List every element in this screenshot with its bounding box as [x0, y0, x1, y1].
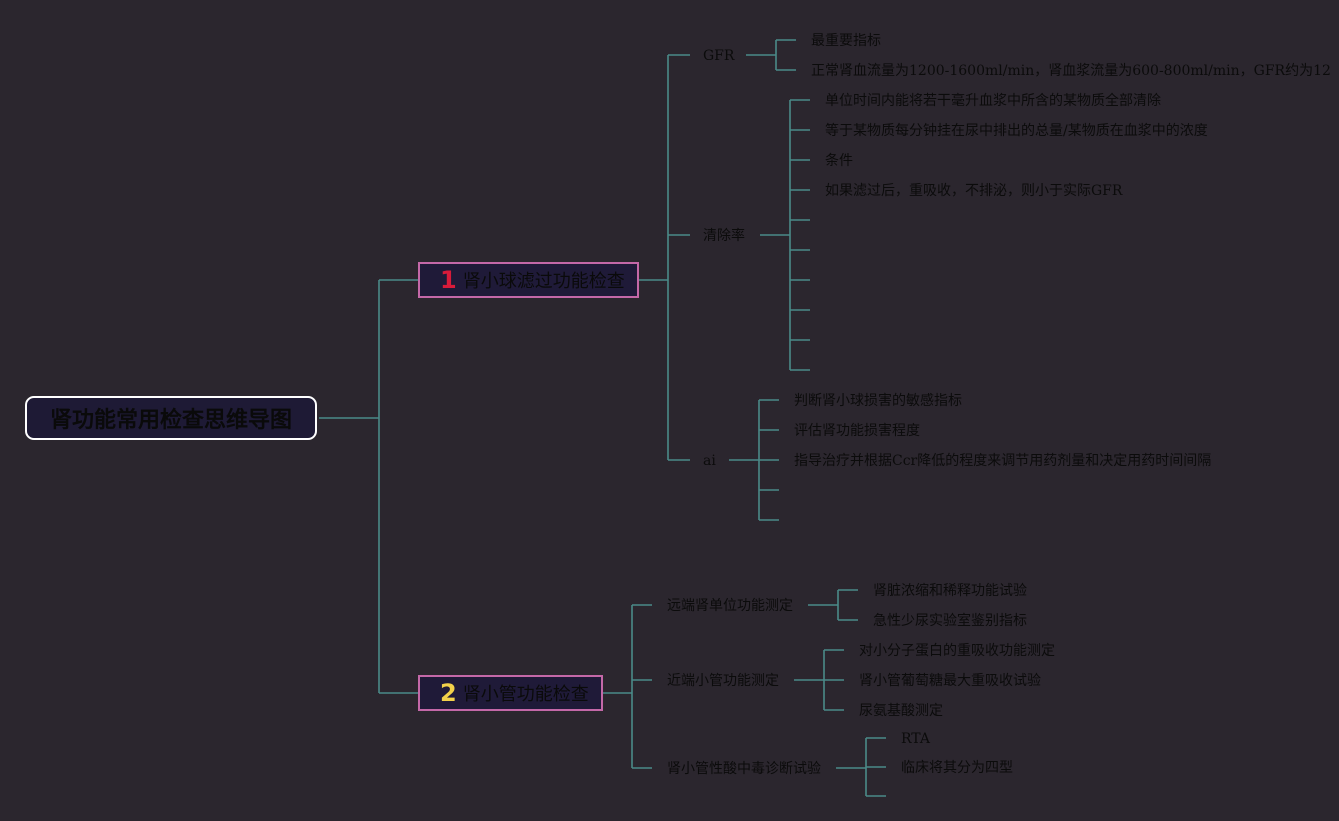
- leaf-ai-3[interactable]: 指导治疗并根据Ccr降低的程度来调节用药剂量和决定用药时间间隔: [794, 453, 1212, 469]
- leaf-proximal-3[interactable]: 尿氨基酸测定: [859, 703, 943, 719]
- leaf-proximal-1[interactable]: 对小分子蛋白的重吸收功能测定: [859, 643, 1055, 659]
- branch-number-2: 2: [440, 679, 457, 707]
- node-proximal[interactable]: 近端小管功能测定: [667, 673, 779, 689]
- leaf-clearance-4[interactable]: 如果滤过后，重吸收，不排泌，则小于实际GFR: [825, 183, 1123, 199]
- leaf-acidosis-2[interactable]: 临床将其分为四型: [901, 760, 1013, 776]
- node-clearance[interactable]: 清除率: [703, 228, 745, 244]
- branch-glomerular[interactable]: 1 肾小球滤过功能检查: [418, 262, 639, 298]
- branch-label: 肾小球滤过功能检查: [462, 271, 625, 292]
- leaf-ai-1[interactable]: 判断肾小球损害的敏感指标: [794, 393, 962, 409]
- node-gfr[interactable]: GFR: [703, 48, 735, 64]
- leaf-clearance-3[interactable]: 条件: [825, 153, 853, 169]
- branch-number-1: 1: [440, 266, 457, 294]
- leaf-gfr-2[interactable]: 正常肾血流量为1200-1600ml/min，肾血浆流量为600-800ml/m…: [811, 63, 1331, 79]
- leaf-distal-2[interactable]: 急性少尿实验室鉴别指标: [873, 613, 1027, 629]
- root-node[interactable]: 肾功能常用检查思维导图: [25, 396, 317, 440]
- leaf-gfr-1[interactable]: 最重要指标: [811, 33, 881, 49]
- leaf-acidosis-1[interactable]: RTA: [901, 731, 930, 747]
- leaf-proximal-2[interactable]: 肾小管葡萄糖最大重吸收试验: [859, 673, 1041, 689]
- node-acidosis[interactable]: 肾小管性酸中毒诊断试验: [667, 761, 821, 777]
- leaf-distal-1[interactable]: 肾脏浓缩和稀释功能试验: [873, 583, 1027, 599]
- leaf-clearance-1[interactable]: 单位时间内能将若干毫升血浆中所含的某物质全部清除: [825, 93, 1161, 109]
- node-ai[interactable]: ai: [703, 453, 716, 469]
- leaf-ai-2[interactable]: 评估肾功能损害程度: [794, 423, 920, 439]
- node-distal[interactable]: 远端肾单位功能测定: [667, 598, 793, 614]
- branch-tubular[interactable]: 2 肾小管功能检查: [418, 675, 603, 711]
- root-label: 肾功能常用检查思维导图: [49, 408, 292, 433]
- branch-label: 肾小管功能检查: [462, 684, 589, 705]
- leaf-clearance-2[interactable]: 等于某物质每分钟挂在尿中排出的总量/某物质在血浆中的浓度: [825, 123, 1208, 139]
